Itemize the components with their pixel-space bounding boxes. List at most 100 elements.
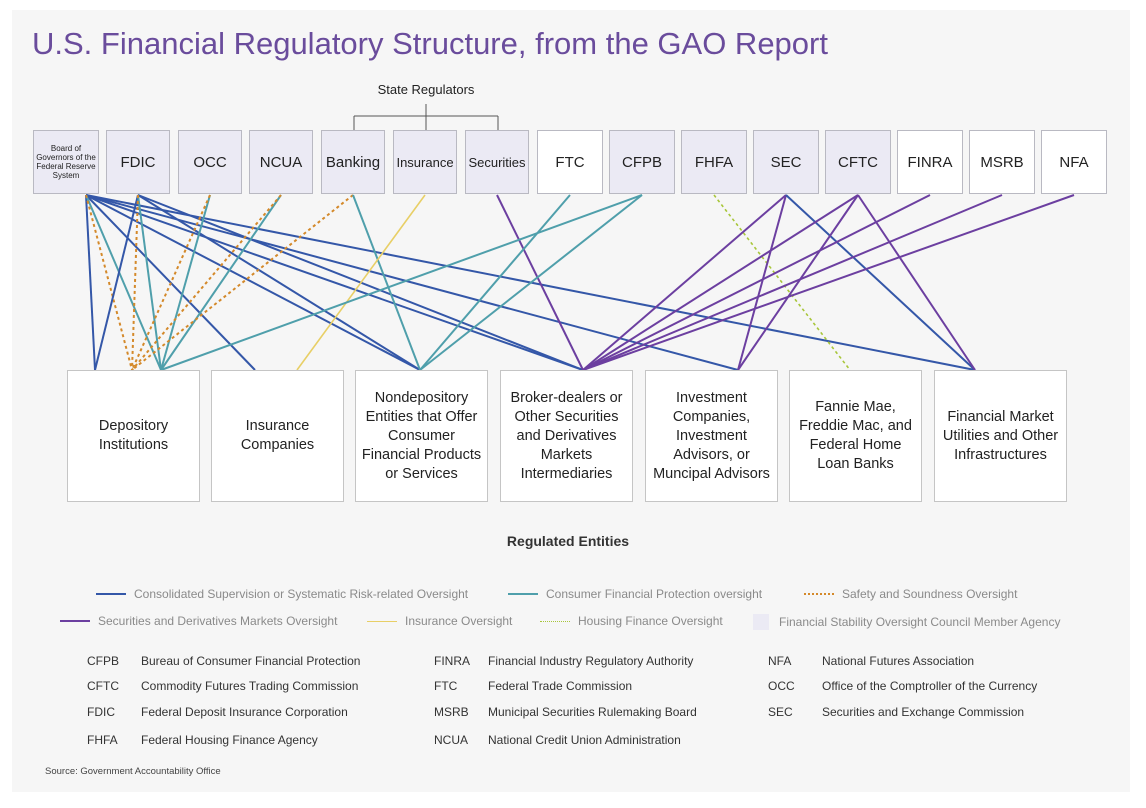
legend-swatch [96,593,126,595]
legend-label: Consolidated Supervision or Systematic R… [134,587,469,601]
agency-state-insurance: Insurance [393,130,457,194]
glossary-abbr: NFA [768,654,792,668]
agency-cfpb: CFPB [609,130,675,194]
agency-state-banking: Banking [321,130,385,194]
link-occ-depository-safety [131,194,211,371]
link-fdic-depository-consumer [137,194,162,371]
legend-swatch [508,593,538,595]
glossary-full: Federal Deposit Insurance Corporation [141,705,348,719]
glossary-full: Office of the Comptroller of the Currenc… [822,679,1038,693]
glossary-full: Financial Industry Regulatory Authority [488,654,694,668]
agency-occ: OCC [178,130,242,194]
glossary-full: Bureau of Consumer Financial Protection [141,654,361,668]
link-cftc-fmu-securities [857,194,976,371]
agency-ncua: NCUA [249,130,313,194]
legend-label: Securities and Derivatives Markets Overs… [98,614,338,628]
glossary-abbr: FHFA [87,733,118,747]
glossary-abbr: NCUA [434,733,469,747]
entity-gses: Fannie Mae, Freddie Mac, and Federal Hom… [789,370,922,502]
glossary-full: National Futures Association [822,654,975,668]
entity-investment-companies: Investment Companies, Investment Advisor… [645,370,778,502]
link-cfpb-nondep-consumer [419,194,643,371]
legend-label: Consumer Financial Protection oversight [546,587,763,601]
agency-fed: Board of Governors of the Federal Reserv… [33,130,99,194]
regulated-entities-label: Regulated Entities [506,533,630,549]
agency-ftc: FTC [537,130,603,194]
link-fed-depository-consumer [85,194,162,371]
link-fed-invest-consolidated [85,194,739,371]
legend-swatch [367,620,397,622]
agency-state-securities: Securities [465,130,529,194]
glossary-full: Commodity Futures Trading Commission [141,679,359,693]
legend-consumer: Consumer Financial Protection oversight [508,587,762,601]
link-sec-invest-securities [737,194,787,371]
link-finra-broker-securities [582,194,931,371]
agency-cftc: CFTC [825,130,891,194]
agency-sec: SEC [753,130,819,194]
glossary-abbr: OCC [768,679,795,693]
legend-swatch [804,593,834,595]
link-fed-depository-safety [85,194,133,371]
entity-broker-dealers: Broker-dealers or Other Securities and D… [500,370,633,502]
link-banking-depository-safety [131,194,354,371]
agency-msrb: MSRB [969,130,1035,194]
legend-housing: Housing Finance Oversight [540,614,723,628]
page-title: U.S. Financial Regulatory Structure, fro… [32,26,828,61]
glossary-full: Securities and Exchange Commission [822,705,1025,719]
entity-insurance-companies: Insurance Companies [211,370,344,502]
link-insurance-insco-insurance [296,194,426,371]
glossary-abbr: FINRA [434,654,470,668]
link-fdic-depository-consolidated [94,194,139,371]
fsoc-member-swatch [753,614,769,630]
link-sec-broker-securities [582,194,787,371]
link-cfpb-depository-consumer [160,194,643,371]
glossary-full: Federal Trade Commission [488,679,633,693]
glossary-abbr: CFTC [87,679,119,693]
state-regulators-label: State Regulators [377,82,475,97]
glossary-full: Federal Housing Finance Agency [141,733,318,747]
link-ncua-depository-safety [131,194,282,371]
glossary-abbr: FDIC [87,705,115,719]
link-fdic-depository-safety [131,194,139,371]
entity-depository-institutions: Depository Institutions [67,370,200,502]
legend-insurance: Insurance Oversight [367,614,512,628]
legend-securities: Securities and Derivatives Markets Overs… [60,614,337,628]
legend-swatch [540,620,570,622]
glossary-abbr: CFPB [87,654,120,668]
glossary-abbr: SEC [768,705,793,719]
legend-safety: Safety and Soundness Oversight [804,587,1017,601]
legend-label: Safety and Soundness Oversight [842,587,1018,601]
legend-consolidated: Consolidated Supervision or Systematic R… [96,587,468,601]
legend-fsoc: Financial Stability Oversight Council Me… [753,614,1060,630]
link-fhfa-gse-housing [713,194,851,371]
legend-label: Insurance Oversight [405,614,513,628]
agency-fdic: FDIC [106,130,170,194]
link-ncua-depository-consumer [160,194,282,371]
link-sec-fmu-consolidated [785,194,976,371]
entity-nondepository-entities: Nondepository Entities that Offer Consum… [355,370,488,502]
glossary-abbr: FTC [434,679,458,693]
agency-nfa: NFA [1041,130,1107,194]
entity-financial-market-utilities: Financial Market Utilities and Other Inf… [934,370,1067,502]
link-msrb-broker-securities [582,194,1003,371]
glossary-full: National Credit Union Administration [488,733,681,747]
link-fdic-nondep-consolidated [137,194,421,371]
link-nfa-broker-securities [582,194,1075,371]
state-regulators-bracket [353,104,499,130]
link-layer [85,194,1075,371]
legend-swatch [60,620,90,622]
link-fed-broker-consolidated [85,194,584,371]
link-cftc-broker-securities [582,194,859,371]
agency-finra: FINRA [897,130,963,194]
legend-label: Housing Finance Oversight [578,614,723,628]
glossary-full: Municipal Securities Rulemaking Board [488,705,697,719]
legend-label: Financial Stability Oversight Council Me… [779,615,1061,629]
link-cftc-invest-securities [737,194,859,371]
agency-fhfa: FHFA [681,130,747,194]
source-note: Source: Government Accountability Office [45,766,221,777]
link-securities-broker-securities [496,194,584,371]
link-ftc-nondep-consumer [419,194,571,371]
link-banking-nondep-consumer [352,194,421,371]
glossary-abbr: MSRB [434,705,469,719]
